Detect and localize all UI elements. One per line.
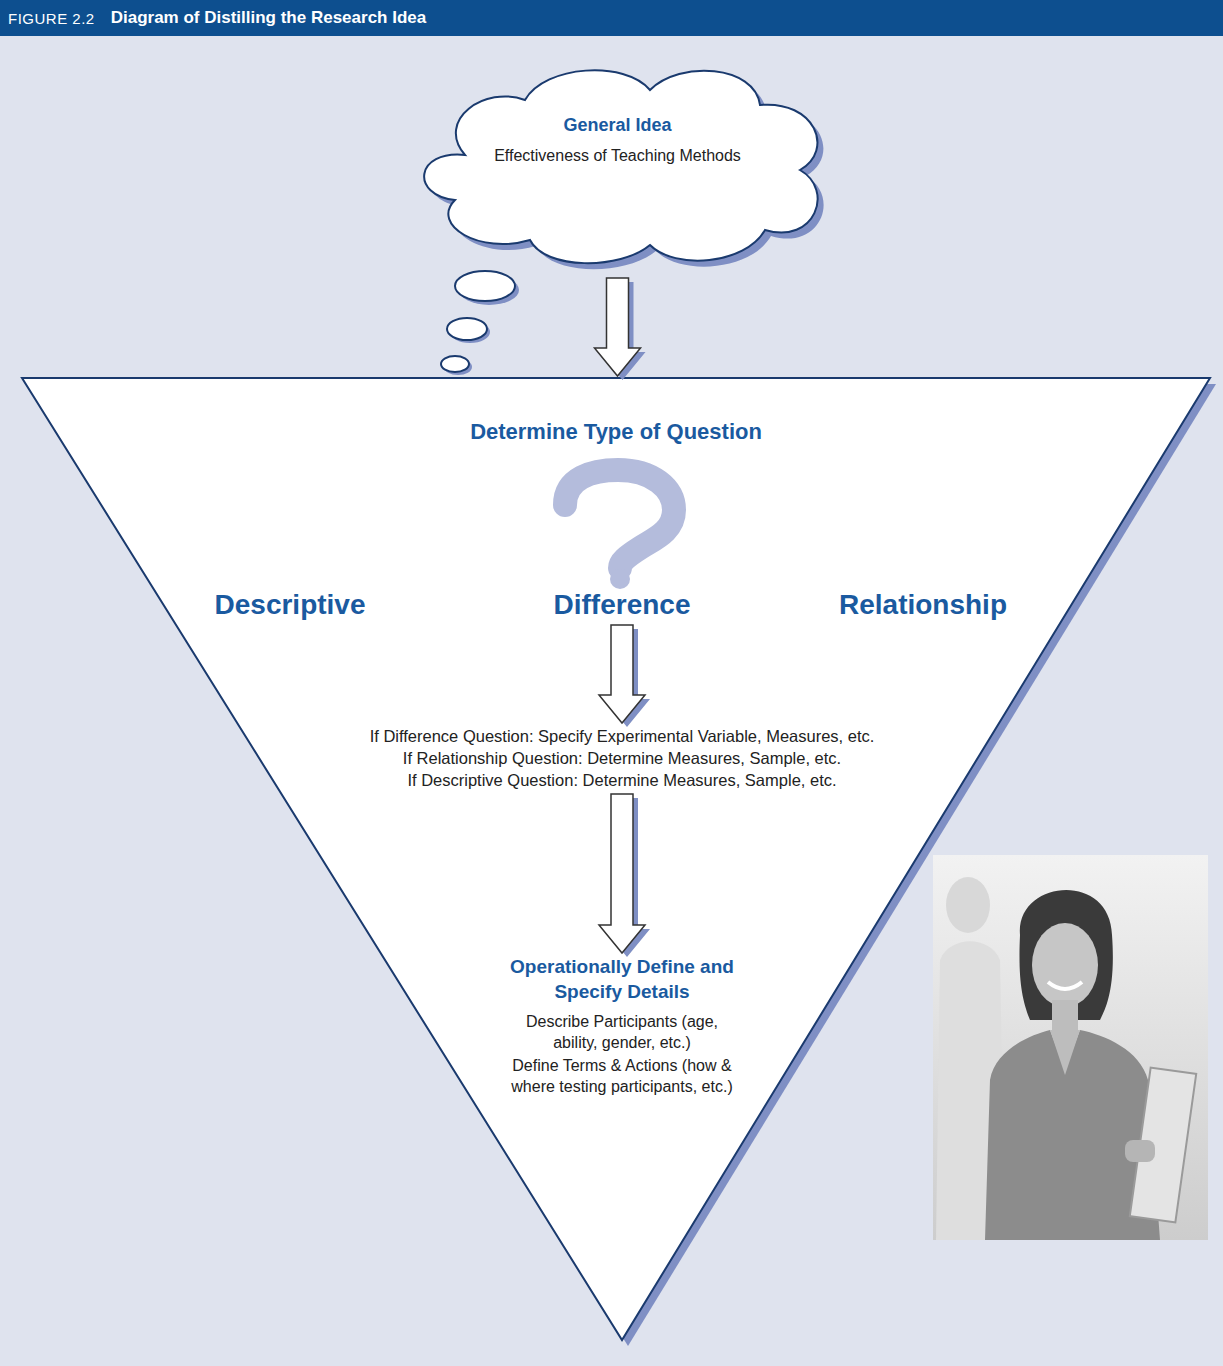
details-heading: Operationally Define and Specify Details xyxy=(477,955,767,1004)
cloud-body: Effectiveness of Teaching Methods xyxy=(483,145,753,167)
funnel-heading: Determine Type of Question xyxy=(22,418,1210,447)
thought-bubble xyxy=(447,318,487,340)
details-body: Define Terms & Actions (how & where test… xyxy=(502,1056,742,1098)
block-arrow xyxy=(599,794,650,957)
question-mark-dot xyxy=(610,569,630,589)
shape-outline xyxy=(424,70,817,263)
question-type-label: Descriptive xyxy=(215,588,366,622)
next-step-line: If Difference Question: Specify Experime… xyxy=(252,725,992,747)
cloud-shape xyxy=(395,60,840,275)
shape-outline xyxy=(22,378,1210,1340)
next-step-line: If Relationship Question: Determine Meas… xyxy=(252,747,992,769)
details-block: Operationally Define and Specify Details… xyxy=(477,955,767,1098)
thought-cloud: General IdeaEffectiveness of Teaching Me… xyxy=(395,60,840,275)
question-type: Descriptive xyxy=(215,588,366,622)
face xyxy=(1032,923,1098,1007)
cloud-heading: General Idea xyxy=(395,114,840,137)
figure-header-bar: FIGURE 2.2 Diagram of Distilling the Rese… xyxy=(0,0,1223,36)
question-type: Relationship xyxy=(839,588,1007,622)
figure-number: FIGURE 2.2 xyxy=(8,10,95,27)
figure-title: Diagram of Distilling the Research Idea xyxy=(111,8,427,28)
arrow-body xyxy=(599,625,645,723)
next-step-block: If Difference Question: Specify Experime… xyxy=(252,725,992,791)
next-step-line: If Descriptive Question: Determine Measu… xyxy=(252,769,992,791)
hand xyxy=(1125,1140,1155,1162)
background-person xyxy=(946,877,990,933)
question-type: Difference xyxy=(554,588,691,622)
question-type-label: Relationship xyxy=(839,588,1007,622)
block-arrow xyxy=(595,278,646,380)
question-type-label: Difference xyxy=(554,588,691,622)
thought-bubble xyxy=(455,271,515,301)
photo-frame xyxy=(933,855,1208,1240)
block-arrow xyxy=(599,625,650,727)
question-mark xyxy=(565,470,674,568)
arrow-body xyxy=(599,794,645,953)
neckline xyxy=(1050,1030,1080,1075)
details-body: Describe Participants (age, ability, gen… xyxy=(502,1012,742,1054)
arrow-body xyxy=(595,278,641,376)
smile xyxy=(1048,982,1082,989)
neck xyxy=(1052,1000,1078,1030)
thought-bubble xyxy=(441,356,469,372)
